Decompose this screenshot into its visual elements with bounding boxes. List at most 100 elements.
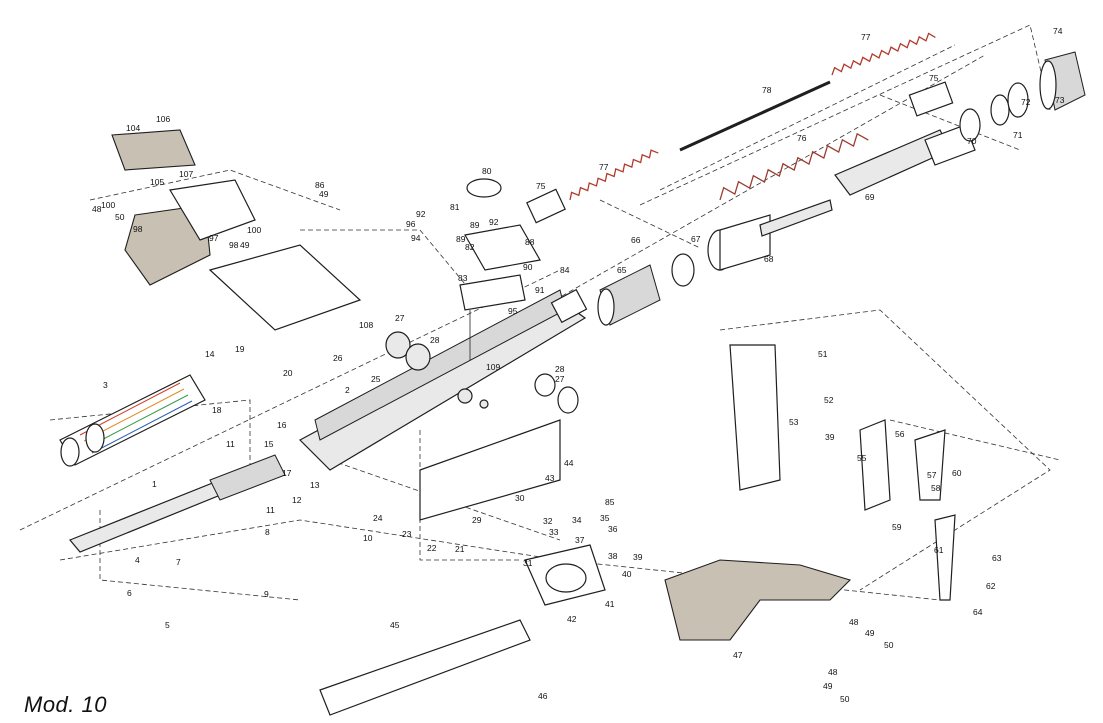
- part-number-label: 107: [179, 169, 193, 179]
- part-labels: 1234567891011111213141516171819202122232…: [92, 26, 1065, 704]
- part-number-label: 50: [115, 212, 125, 222]
- lower-rail: [319, 619, 531, 716]
- part-number-label: 71: [1013, 130, 1023, 140]
- part-number-label: 10: [363, 533, 373, 543]
- spring-77-middle: [569, 149, 659, 201]
- part-number-label: 100: [247, 225, 261, 235]
- part-number-label: 80: [482, 166, 492, 176]
- part-number-label: 9: [264, 589, 269, 599]
- part-number-label: 51: [818, 349, 828, 359]
- part-number-label: 92: [416, 209, 426, 219]
- part-number-label: 30: [515, 493, 525, 503]
- part-number-label: 7: [176, 557, 181, 567]
- part-number-label: 40: [622, 569, 632, 579]
- part-number-label: 11: [226, 439, 235, 449]
- part-number-label: 92: [489, 217, 499, 227]
- part-number-label: 76: [797, 133, 807, 143]
- part-number-label: 55: [857, 453, 867, 463]
- part-number-label: 89: [470, 220, 480, 230]
- part-number-label: 91: [535, 285, 545, 295]
- part-number-label: 50: [840, 694, 850, 704]
- part-number-label: 38: [608, 551, 618, 561]
- part-number-label: 13: [310, 480, 320, 490]
- part-number-label: 77: [861, 32, 871, 42]
- part-number-label: 82: [465, 242, 475, 252]
- part-number-label: 95: [508, 306, 518, 316]
- part-number-label: 15: [264, 439, 274, 449]
- part-number-label: 29: [472, 515, 482, 525]
- part-number-label: 53: [789, 417, 799, 427]
- part-number-label: 83: [458, 273, 468, 283]
- part-number-label: 47: [733, 650, 743, 660]
- part-number-label: 14: [205, 349, 215, 359]
- part-number-label: 63: [992, 553, 1002, 563]
- part-number-label: 46: [538, 691, 548, 701]
- part-number-label: 18: [212, 405, 222, 415]
- grip: [664, 559, 852, 641]
- part-number-label: 6: [127, 588, 132, 598]
- part-number-label: 75: [536, 181, 546, 191]
- stock-parts: [111, 129, 362, 331]
- part-number-label: 70: [967, 136, 977, 146]
- part-number-label: 3: [103, 380, 108, 390]
- part-number-label: 106: [156, 114, 170, 124]
- part-number-label: 81: [450, 202, 460, 212]
- part-number-label: 75: [929, 73, 939, 83]
- part-number-label: 41: [605, 599, 615, 609]
- part-number-label: 69: [865, 192, 875, 202]
- part-number-label: 58: [931, 483, 941, 493]
- part-number-label: 64: [973, 607, 983, 617]
- part-number-label: 22: [427, 543, 437, 553]
- part-number-label: 97: [209, 233, 219, 243]
- part-number-label: 108: [359, 320, 373, 330]
- part-number-label: 23: [402, 529, 412, 539]
- barrel: [69, 454, 286, 553]
- part-number-label: 68: [764, 254, 774, 264]
- part-number-label: 4: [135, 555, 140, 565]
- part-number-label: 21: [455, 544, 465, 554]
- part-number-label: 86: [315, 180, 325, 190]
- part-number-label: 37: [575, 535, 585, 545]
- part-number-label: 34: [572, 515, 582, 525]
- model-title: Mod. 10: [24, 692, 107, 717]
- part-number-label: 48: [92, 204, 102, 214]
- part-number-label: 8: [265, 527, 270, 537]
- part-number-label: 50: [884, 640, 894, 650]
- part-number-label: 78: [762, 85, 772, 95]
- cylinder-parts: [526, 51, 1086, 224]
- part-number-label: 48: [849, 617, 859, 627]
- part-number-label: 96: [406, 219, 416, 229]
- part-number-label: 77: [599, 162, 609, 172]
- part-number-label: 49: [823, 681, 833, 691]
- part-number-label: 32: [543, 516, 553, 526]
- knurled-ring: [597, 264, 661, 326]
- part-number-label: 109: [486, 362, 500, 372]
- recoil-spring: [719, 132, 869, 201]
- part-number-label: 43: [545, 473, 555, 483]
- trigger-frame: [524, 544, 606, 606]
- part-number-label: 67: [691, 234, 701, 244]
- part-number-label: 27: [555, 374, 565, 384]
- part-number-label: 56: [895, 429, 905, 439]
- part-number-label: 31: [523, 558, 533, 568]
- part-number-label: 2: [345, 385, 350, 395]
- part-number-label: 44: [564, 458, 574, 468]
- part-number-label: 16: [277, 420, 287, 430]
- part-number-label: 33: [549, 527, 559, 537]
- part-number-label: 24: [373, 513, 383, 523]
- part-number-label: 28: [430, 335, 440, 345]
- part-number-label: 105: [150, 177, 164, 187]
- part-number-label: 39: [633, 552, 643, 562]
- part-number-label: 1: [152, 479, 157, 489]
- part-number-label: 52: [824, 395, 834, 405]
- part-number-label: 36: [608, 524, 618, 534]
- part-number-label: 57: [927, 470, 937, 480]
- part-number-label: 74: [1053, 26, 1063, 36]
- spring-77-upper: [831, 32, 936, 76]
- part-number-label: 61: [934, 545, 944, 555]
- part-number-label: 73: [1055, 95, 1065, 105]
- part-number-label: 65: [617, 265, 627, 275]
- part-number-label: 60: [952, 468, 962, 478]
- part-number-label: 12: [292, 495, 302, 505]
- part-number-label: 35: [600, 513, 610, 523]
